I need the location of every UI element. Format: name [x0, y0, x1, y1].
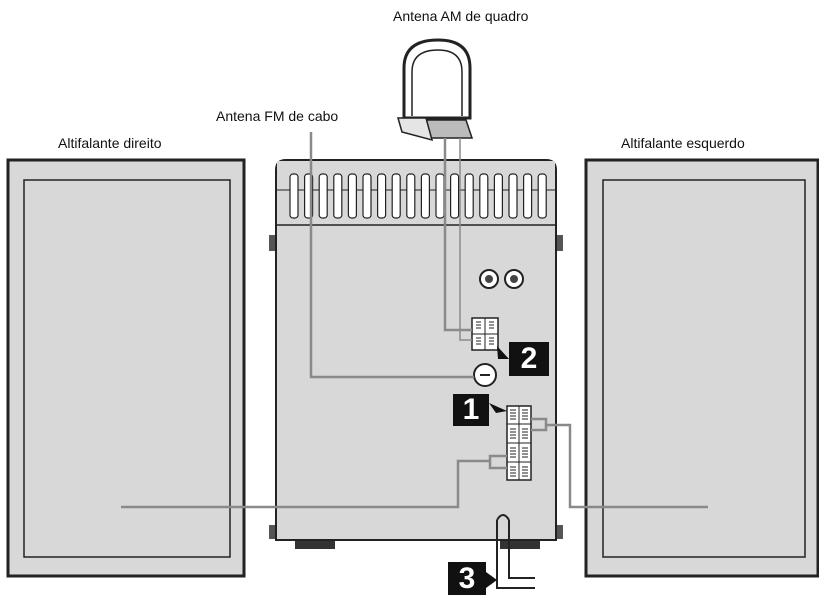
heat-sink-fin [493, 173, 503, 219]
heat-sink-fin [537, 173, 547, 219]
main-unit [269, 159, 563, 549]
terminal-ridges [510, 409, 528, 477]
step-2-badge: 2 [509, 342, 549, 376]
am-antenna-terminal [471, 317, 499, 351]
heat-sink-fin [391, 173, 401, 219]
heat-sink-fin [377, 173, 387, 219]
step-3-badge: 3 [448, 562, 486, 595]
speaker-terminals [506, 405, 532, 481]
step-arrows [486, 346, 509, 588]
left-speaker-label: Altifalante esquerdo [621, 135, 745, 151]
heat-sink-fin [362, 173, 372, 219]
right-speaker-label: Altifalante direito [58, 135, 162, 151]
heat-sink-fin [406, 173, 416, 219]
heat-sink-fin [420, 173, 430, 219]
heat-sink-fin [318, 173, 328, 219]
am-loop-antenna [397, 38, 474, 142]
heat-sink-fin [289, 173, 299, 219]
heat-sink-fin [479, 173, 489, 219]
cables [121, 132, 708, 589]
rca-jacks [479, 269, 524, 289]
fm-antenna-label: Antena FM de cabo [216, 108, 339, 124]
am-antenna-label: Antena AM de quadro [393, 8, 529, 24]
heat-sink-fin [347, 173, 357, 219]
left-speaker [584, 158, 819, 578]
heat-sink-fin [450, 173, 460, 219]
right-speaker [6, 158, 246, 578]
step-1-badge: 1 [453, 394, 489, 426]
heat-sink-fin [464, 173, 474, 219]
heat-sink-fin [333, 173, 343, 219]
heat-sink-fin [508, 173, 518, 219]
fm-antenna-jack [473, 363, 497, 387]
heat-sink-fin [522, 173, 533, 219]
heat-sink-fin [435, 173, 445, 219]
